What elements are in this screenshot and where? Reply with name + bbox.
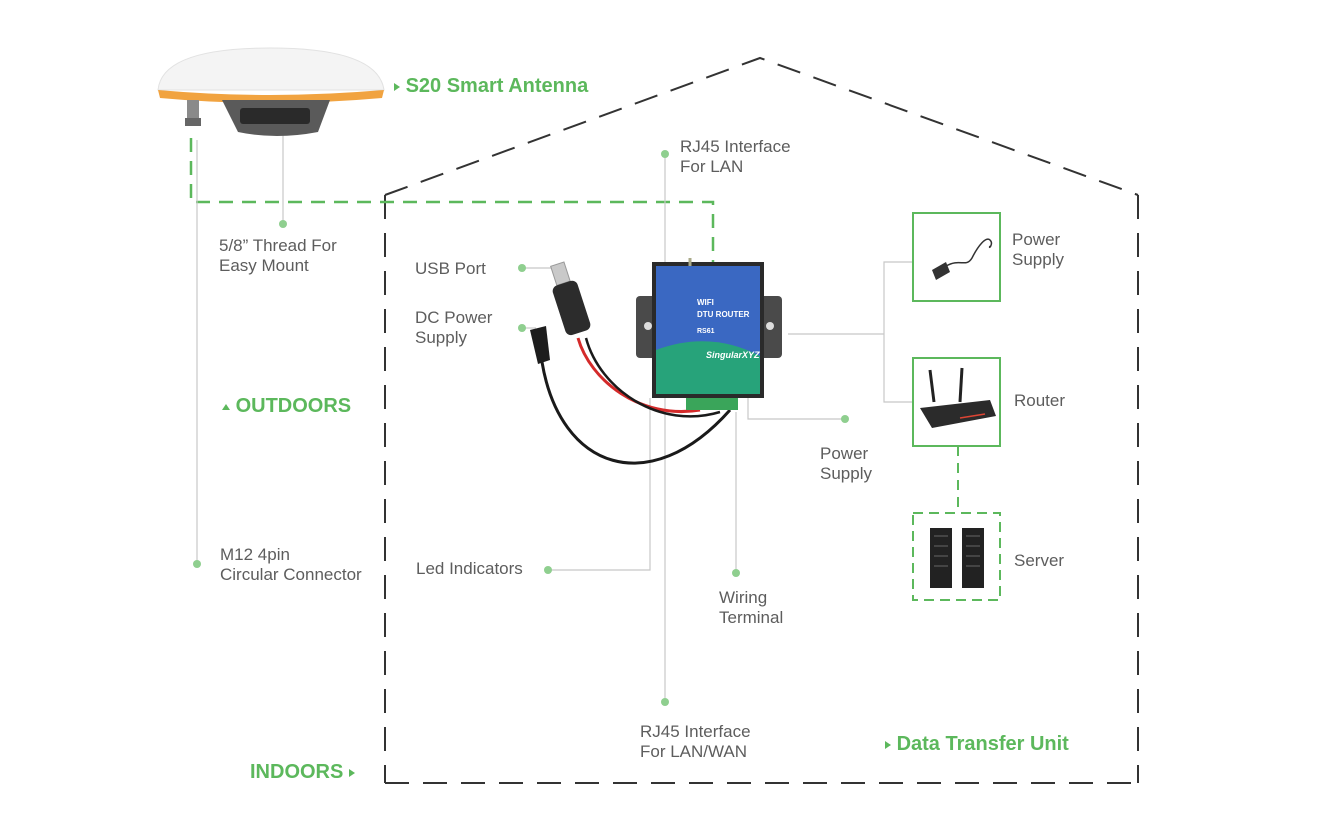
leader-lines (196, 130, 913, 702)
arrow-right-icon (394, 82, 400, 91)
dtu-device-image (636, 258, 782, 410)
arrow-right-icon (348, 768, 355, 777)
device-line2: DTU ROUTER (697, 310, 750, 319)
usb-dongle-image (550, 261, 721, 418)
leader-dots (193, 150, 849, 706)
outdoors-heading: OUTDOORS (222, 395, 351, 418)
arrow-up-icon (222, 403, 230, 410)
device-model: RS61 (697, 328, 715, 335)
antenna-image (157, 47, 385, 136)
device-line1: WIFI (697, 298, 714, 307)
device-brand: SingularXYZ (706, 350, 760, 360)
router-label: Router (1014, 391, 1066, 410)
antenna-cable (189, 138, 715, 262)
server-label: Server (1014, 551, 1065, 570)
dtu-heading: Data Transfer Unit (885, 733, 1069, 756)
usb-port-label: USB Port (415, 259, 486, 278)
server-box (912, 512, 1001, 601)
led-indicators-label: Led Indicators (416, 559, 523, 578)
house-outline (384, 56, 1139, 784)
arrow-right-icon (885, 740, 891, 749)
antenna-heading: S20 Smart Antenna (394, 75, 588, 98)
router-box (912, 357, 1001, 447)
indoors-heading: INDOORS (250, 761, 355, 784)
power-supply-box (912, 212, 1001, 302)
dc-plug-image (530, 326, 732, 465)
